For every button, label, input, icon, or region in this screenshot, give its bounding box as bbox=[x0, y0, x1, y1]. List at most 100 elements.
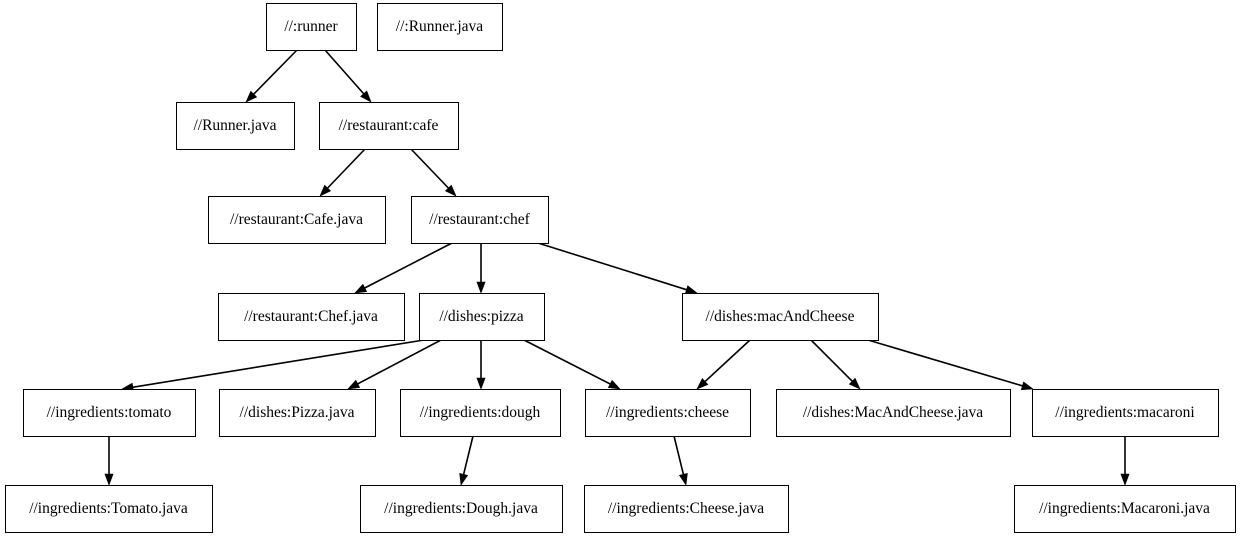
edge-line bbox=[324, 49, 366, 96]
node-box[interactable] bbox=[318, 101, 460, 151]
arrowhead-icon bbox=[319, 184, 332, 197]
edge-line bbox=[362, 242, 453, 290]
node-box[interactable] bbox=[681, 292, 880, 342]
edge-line bbox=[523, 339, 613, 386]
edge-ing_cheese-to-ing_cheese_java bbox=[673, 435, 688, 486]
node-label: //ingredients:Dough.java bbox=[384, 500, 538, 517]
arrowhead-icon bbox=[607, 379, 621, 390]
edge-line bbox=[867, 339, 1025, 388]
node-label: //restaurant:cafe bbox=[339, 117, 439, 134]
node-restaurant_chef[interactable]: //restaurant:chef bbox=[410, 195, 550, 245]
node-dishes_mac_java[interactable]: //dishes:MacAndCheese.java bbox=[775, 388, 1012, 438]
node-box[interactable] bbox=[775, 388, 1012, 438]
node-box[interactable] bbox=[584, 388, 752, 438]
arrowhead-icon bbox=[678, 472, 688, 486]
arrowhead-icon bbox=[444, 184, 457, 197]
node-ing_tomato[interactable]: //ingredients:tomato bbox=[22, 388, 197, 438]
node-box[interactable] bbox=[4, 484, 214, 534]
edge-line bbox=[410, 148, 451, 191]
arrowhead-icon bbox=[354, 283, 368, 294]
edge-dishes_mac-to-dishes_mac_java bbox=[810, 339, 861, 390]
node-label: //ingredients:Macaroni.java bbox=[1039, 500, 1210, 517]
arrowhead-icon bbox=[696, 378, 709, 390]
node-ing_dough_java[interactable]: //ingredients:Dough.java bbox=[359, 484, 564, 534]
node-label: //:Runner.java bbox=[396, 18, 484, 35]
edge-restaurant_cafe-to-restaurant_chef bbox=[410, 148, 457, 197]
arrowhead-icon bbox=[245, 90, 258, 103]
edge-restaurant_chef-to-restaurant_chef_java bbox=[354, 242, 453, 294]
edge-line bbox=[355, 339, 442, 386]
node-label: //dishes:MacAndCheese.java bbox=[803, 404, 983, 421]
node-box[interactable] bbox=[207, 195, 387, 245]
edge-ing_macaroni-to-ing_macaroni_java bbox=[1120, 436, 1130, 486]
node-box[interactable] bbox=[22, 388, 197, 438]
node-label: //ingredients:cheese bbox=[606, 404, 729, 421]
node-label: //ingredients:Cheese.java bbox=[608, 500, 764, 517]
edge-ing_tomato-to-ing_tomato_java bbox=[104, 436, 114, 486]
node-runner_java_root[interactable]: //:Runner.java bbox=[376, 2, 504, 52]
node-runner[interactable]: //:runner bbox=[265, 2, 358, 52]
nodes-layer: //:runner //:Runner.java //Runner.java //re… bbox=[4, 2, 1237, 534]
node-box[interactable] bbox=[217, 292, 406, 342]
node-ing_cheese[interactable]: //ingredients:cheese bbox=[584, 388, 752, 438]
edges-layer bbox=[104, 49, 1130, 486]
node-box[interactable] bbox=[218, 388, 377, 438]
edge-dishes_pizza-to-dishes_pizza_java bbox=[347, 339, 442, 390]
node-label: //ingredients:macaroni bbox=[1055, 404, 1195, 421]
node-ing_cheese_java[interactable]: //ingredients:Cheese.java bbox=[583, 484, 790, 534]
node-box[interactable] bbox=[583, 484, 790, 534]
node-label: //ingredients:Tomato.java bbox=[29, 500, 188, 517]
edge-line bbox=[251, 49, 298, 97]
node-restaurant_chef_java[interactable]: //restaurant:Chef.java bbox=[217, 292, 406, 342]
node-label: //Runner.java bbox=[193, 117, 276, 134]
node-label: //dishes:Pizza.java bbox=[240, 404, 355, 421]
edge-dishes_mac-to-ing_cheese bbox=[696, 339, 751, 390]
edge-dishes_pizza-to-ing_cheese bbox=[523, 339, 621, 390]
edge-dishes_mac-to-ing_macaroni bbox=[867, 339, 1034, 391]
arrowhead-icon bbox=[476, 377, 486, 390]
node-box[interactable] bbox=[418, 292, 546, 342]
edge-line bbox=[130, 339, 425, 389]
arrowhead-icon bbox=[684, 285, 698, 294]
node-ing_tomato_java[interactable]: //ingredients:Tomato.java bbox=[4, 484, 214, 534]
node-box[interactable] bbox=[265, 2, 358, 52]
edge-line bbox=[462, 435, 474, 477]
node-label: //restaurant:Cafe.java bbox=[230, 211, 363, 228]
node-runner_java[interactable]: //Runner.java bbox=[175, 101, 296, 151]
arrowhead-icon bbox=[848, 377, 861, 390]
node-ing_macaroni[interactable]: //ingredients:macaroni bbox=[1031, 388, 1220, 438]
node-label: //ingredients:tomato bbox=[47, 404, 172, 421]
edge-ing_dough-to-ing_dough_java bbox=[459, 435, 474, 486]
node-ing_dough[interactable]: //ingredients:dough bbox=[399, 388, 562, 438]
node-ing_macaroni_java[interactable]: //ingredients:Macaroni.java bbox=[1013, 484, 1237, 534]
node-dishes_pizza[interactable]: //dishes:pizza bbox=[418, 292, 546, 342]
node-label: //restaurant:chef bbox=[429, 211, 531, 228]
node-label: //restaurant:Chef.java bbox=[244, 308, 378, 325]
edge-dishes_pizza-to-ing_dough bbox=[476, 340, 486, 390]
arrowhead-icon bbox=[476, 281, 486, 294]
edge-restaurant_chef-to-dishes_pizza bbox=[476, 243, 486, 294]
node-label: //ingredients:dough bbox=[420, 404, 541, 421]
arrowhead-icon bbox=[1020, 381, 1034, 391]
arrowhead-icon bbox=[1120, 473, 1130, 486]
edge-line bbox=[810, 339, 855, 384]
node-box[interactable] bbox=[1013, 484, 1237, 534]
node-box[interactable] bbox=[359, 484, 564, 534]
edge-runner-to-runner_java bbox=[245, 49, 298, 103]
edge-restaurant_cafe-to-restaurant_cafe_java bbox=[319, 148, 366, 197]
node-box[interactable] bbox=[376, 2, 504, 52]
edge-line bbox=[703, 339, 751, 384]
node-restaurant_cafe[interactable]: //restaurant:cafe bbox=[318, 101, 460, 151]
node-label: //:runner bbox=[284, 18, 338, 35]
node-restaurant_cafe_java[interactable]: //restaurant:Cafe.java bbox=[207, 195, 387, 245]
arrowhead-icon bbox=[459, 472, 469, 486]
node-box[interactable] bbox=[175, 101, 296, 151]
node-box[interactable] bbox=[399, 388, 562, 438]
arrowhead-icon bbox=[104, 473, 114, 486]
node-box[interactable] bbox=[1031, 388, 1220, 438]
node-dishes_mac[interactable]: //dishes:macAndCheese bbox=[681, 292, 880, 342]
node-box[interactable] bbox=[410, 195, 550, 245]
node-dishes_pizza_java[interactable]: //dishes:Pizza.java bbox=[218, 388, 377, 438]
